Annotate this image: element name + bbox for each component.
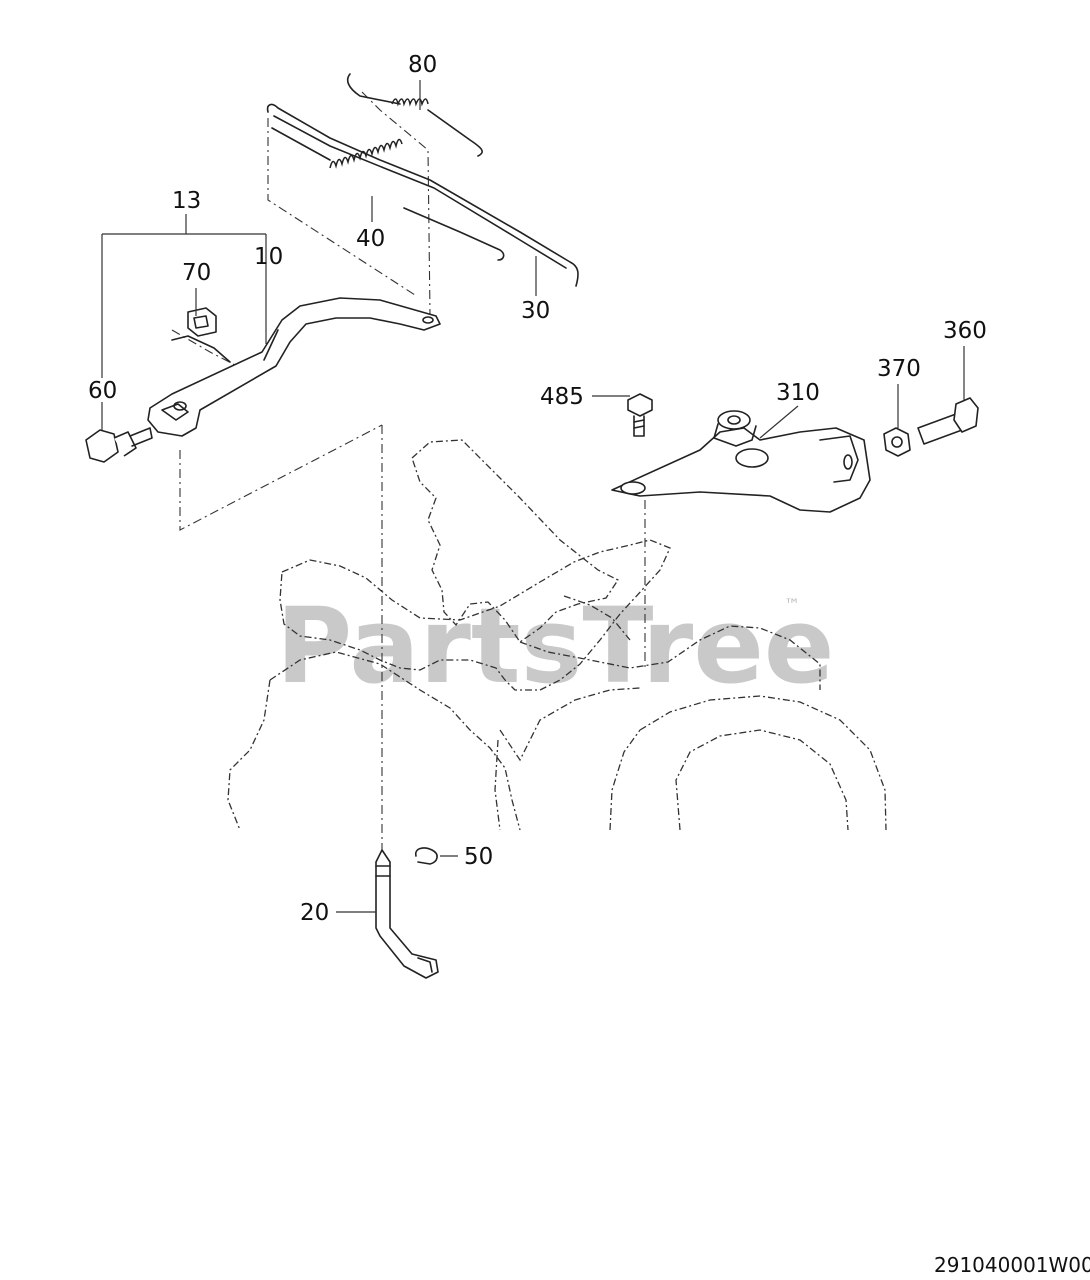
callout-labels: 80 40 30 13 70 10 60 485 310 370 360 50 …	[88, 52, 987, 926]
callout-20: 20	[300, 900, 329, 926]
engine-outline	[227, 439, 887, 831]
part-370-nut	[883, 427, 911, 457]
diagram-code: 291040001W00	[934, 1253, 1090, 1277]
callout-80: 80	[408, 52, 437, 78]
callout-485: 485	[540, 384, 584, 410]
callout-13: 13	[172, 188, 201, 214]
callout-50: 50	[464, 844, 493, 870]
callout-40: 40	[356, 226, 385, 252]
callout-370: 370	[877, 356, 921, 382]
callout-30: 30	[521, 298, 550, 324]
leader-lines	[101, 80, 965, 913]
part-360-bolt	[917, 397, 979, 445]
callout-360: 360	[943, 318, 987, 344]
part-30-governor-rod	[266, 103, 579, 287]
part-10-governor-lever	[147, 297, 441, 437]
part-20-shaft	[375, 849, 439, 979]
part-310-bracket	[611, 410, 871, 513]
callout-60: 60	[88, 378, 117, 404]
part-80-spring	[346, 73, 483, 157]
callout-70: 70	[182, 260, 211, 286]
watermark-text: PartsTree	[276, 585, 834, 707]
part-485-bolt	[627, 393, 653, 437]
watermark-trademark: ™	[784, 595, 800, 614]
part-50-clip	[414, 847, 438, 865]
part-70-clamp	[171, 307, 231, 363]
part-60-bolt	[85, 427, 153, 463]
part-40-spring	[271, 127, 505, 261]
callout-310: 310	[776, 380, 820, 406]
callout-10: 10	[254, 244, 283, 270]
assembly-chain-lines	[171, 91, 646, 850]
watermark: PartsTree ™	[276, 585, 834, 707]
